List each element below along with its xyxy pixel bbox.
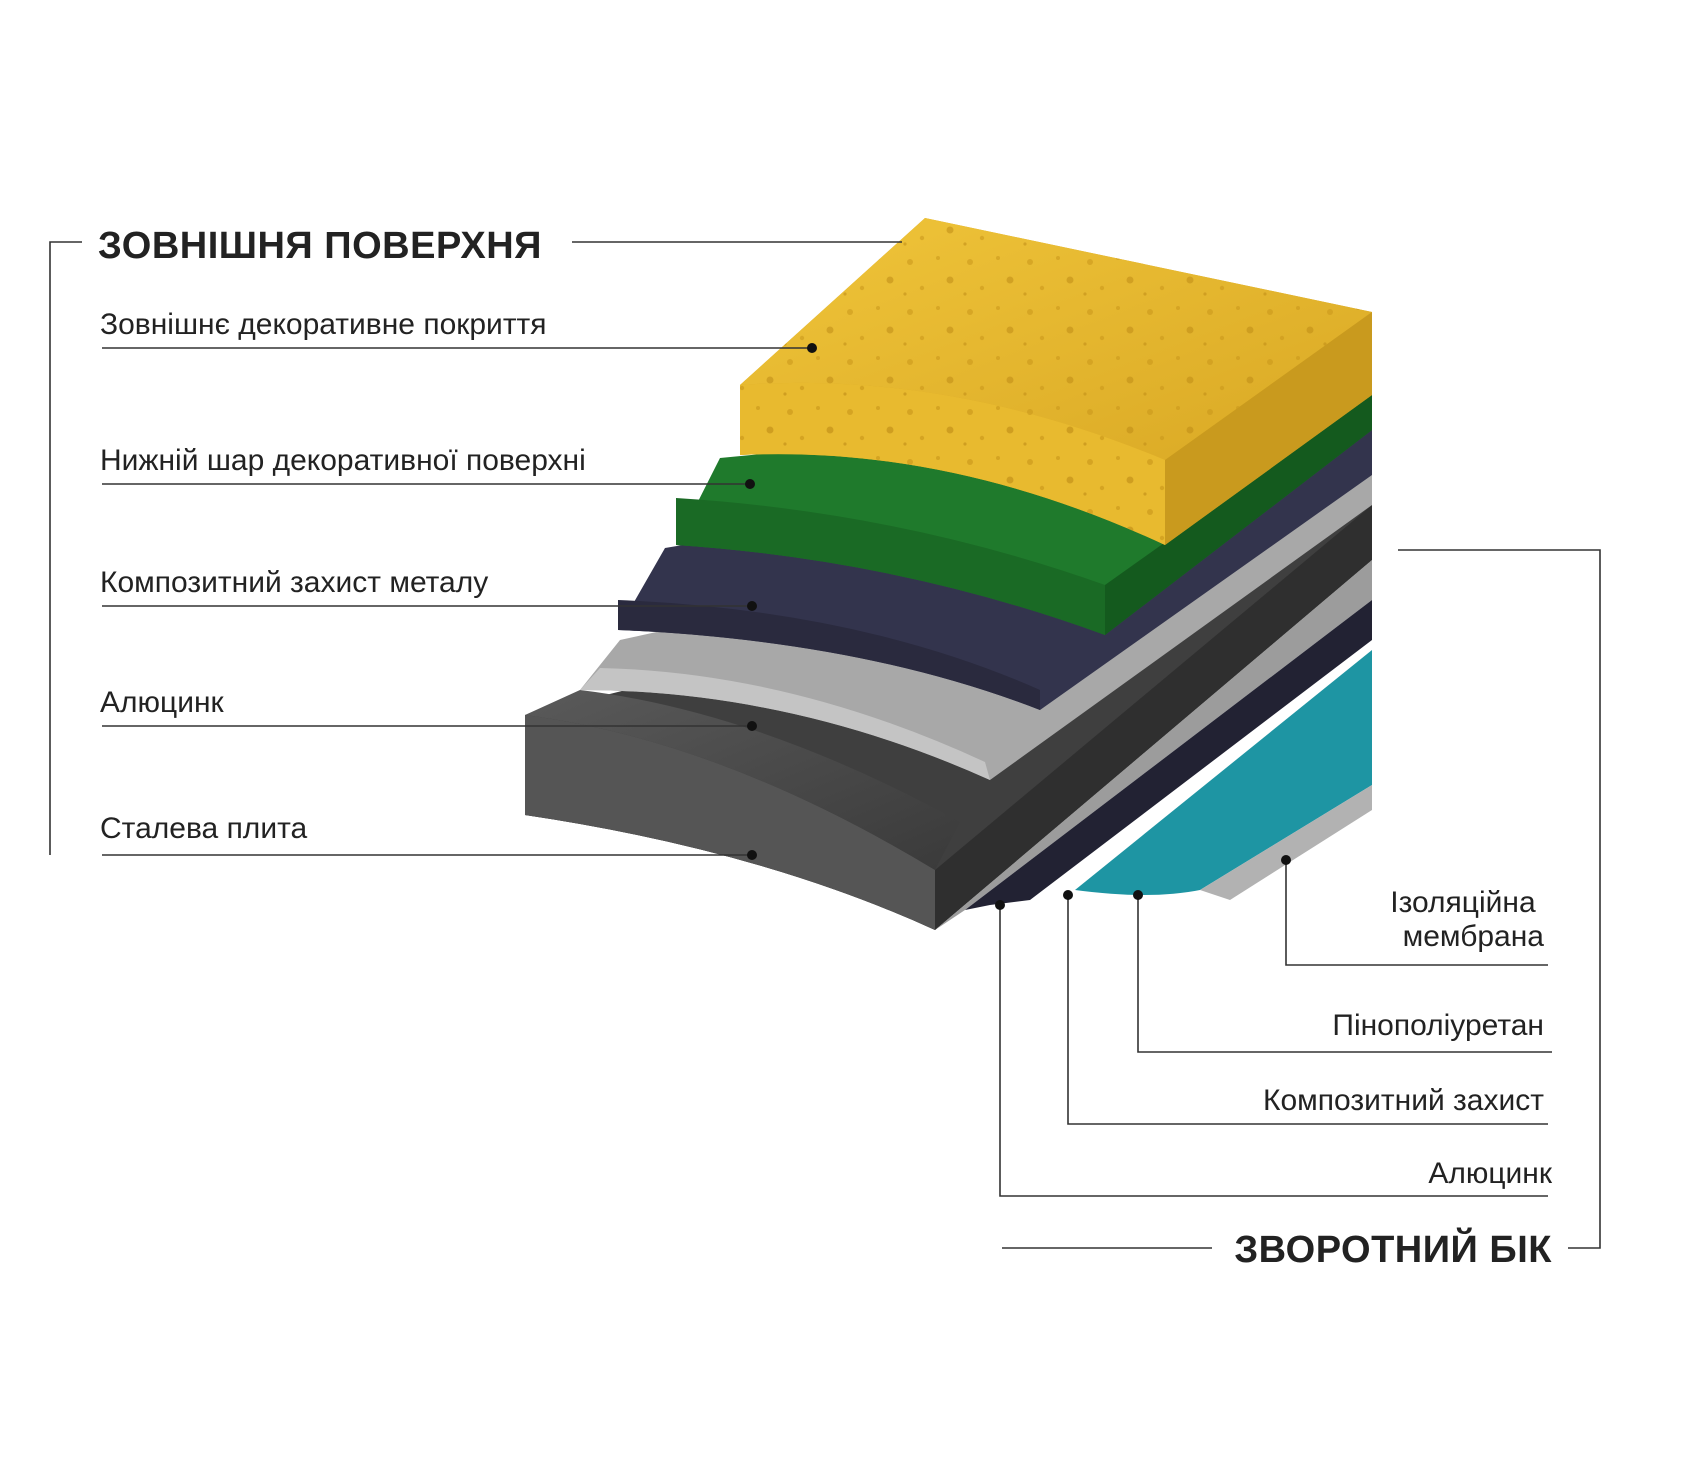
label-insulation-membrane: Ізоляційна мембрана <box>1390 886 1544 953</box>
marker-insulation-membrane <box>1281 855 1291 865</box>
marker-polyurethane <box>1133 890 1143 900</box>
label-steel-plate: Сталева плита <box>100 812 307 845</box>
leader-insulation-membrane <box>1285 860 1548 966</box>
leader-aluzinc-back <box>999 905 1548 1197</box>
label-aluzinc-back: Алюцинк <box>1428 1157 1553 1190</box>
marker-aluzinc-back <box>995 900 1005 910</box>
leader-composite-protection-back <box>1067 895 1548 1125</box>
label-composite-metal-protection: Композитний захист металу <box>100 566 488 599</box>
back-annotations: ЗВОРОТНИЙ БІК Ізоляційна мембрана Пінопо… <box>995 549 1601 1271</box>
label-composite-protection-back: Композитний захист <box>1263 1084 1544 1117</box>
label-outer-decorative-coating: Зовнішнє декоративне покриття <box>100 308 547 341</box>
layer-stack <box>525 218 1372 930</box>
label-lower-decorative-layer: Нижній шар декоративної поверхні <box>100 444 586 477</box>
front-heading: ЗОВНІШНЯ ПОВЕРХНЯ <box>98 225 542 267</box>
back-bracket-line <box>1398 549 1601 1249</box>
label-insulation-membrane-line2: мембрана <box>1403 920 1545 953</box>
back-layers <box>935 560 1372 930</box>
label-aluzinc-front: Алюцинк <box>100 686 225 719</box>
label-insulation-membrane-text: Ізоляційна <box>1390 886 1536 919</box>
marker-composite-metal-protection <box>747 601 757 611</box>
outer-decorative-layer <box>740 218 1372 545</box>
front-annotations: ЗОВНІШНЯ ПОВЕРХНЯ Зовнішнє декоративне п… <box>49 225 902 860</box>
marker-lower-decorative-layer <box>745 479 755 489</box>
marker-outer-decorative-coating <box>807 343 817 353</box>
label-polyurethane: Пінополіуретан <box>1332 1009 1544 1042</box>
back-heading: ЗВОРОТНИЙ БІК <box>1234 1226 1552 1271</box>
marker-composite-protection-back <box>1063 890 1073 900</box>
marker-aluzinc-front <box>747 721 757 731</box>
marker-steel-plate <box>747 850 757 860</box>
front-bracket-line <box>49 241 82 855</box>
leader-polyurethane <box>1137 895 1552 1053</box>
